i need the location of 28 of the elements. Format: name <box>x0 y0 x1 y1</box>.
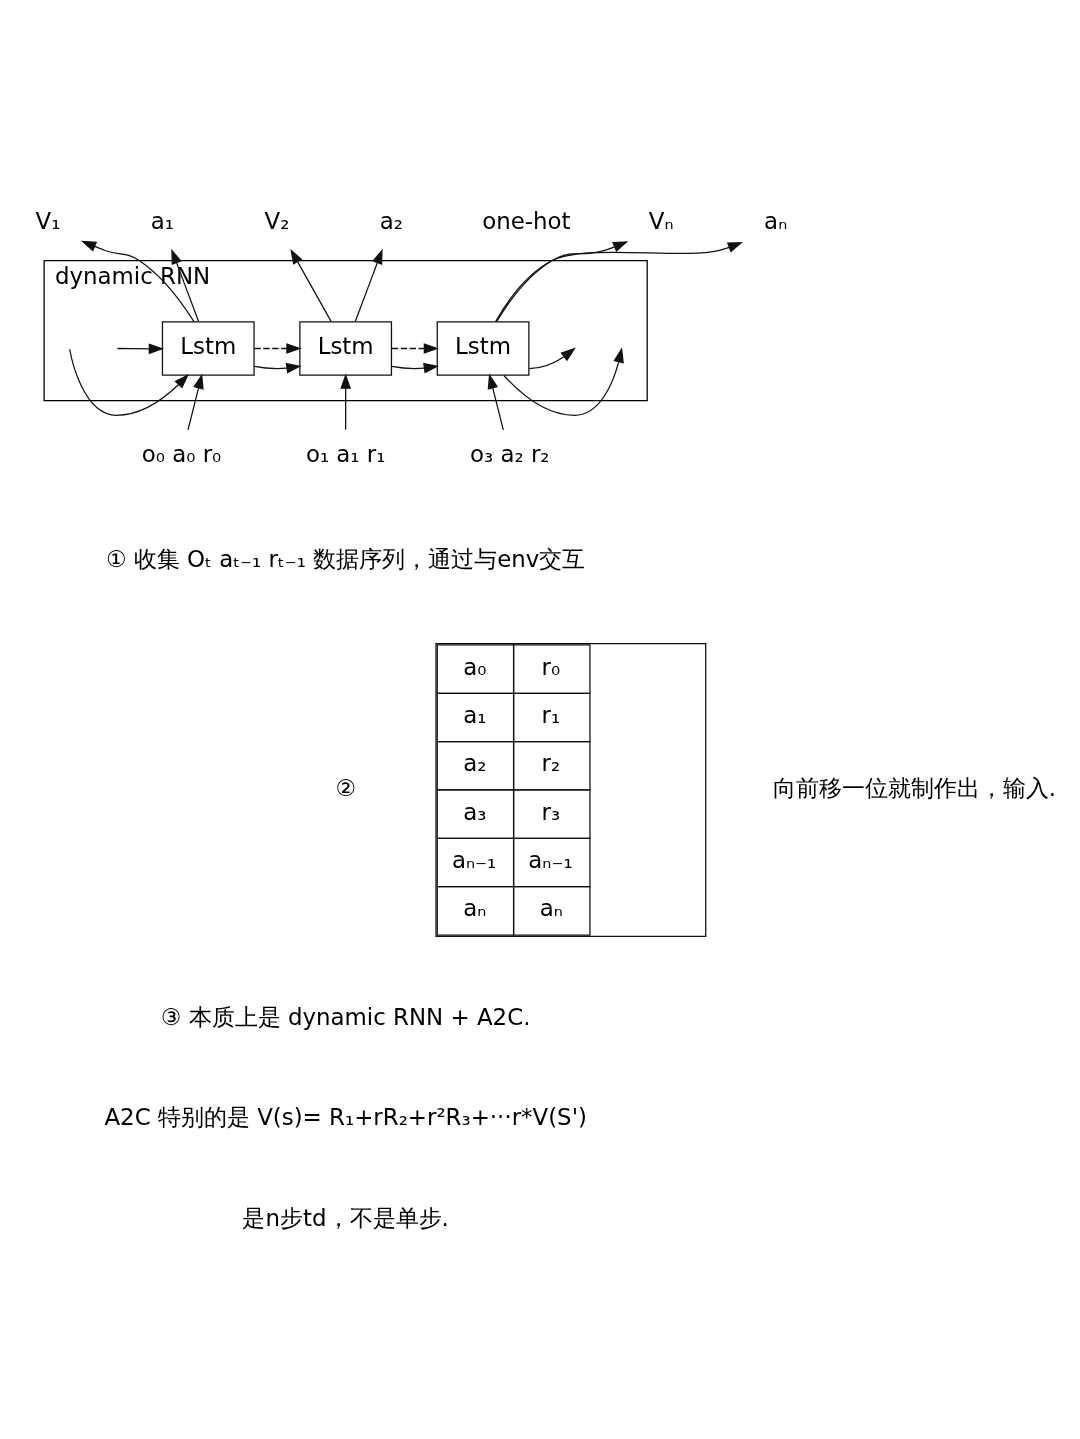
node-text: Vₙ <box>648 207 674 234</box>
label: ① 收集 Oₜ aₜ₋₁ rₜ₋₁ 数据序列，通过与env交互 <box>106 545 586 572</box>
label: r₁ <box>541 701 561 728</box>
node-text: V₂ <box>264 207 290 234</box>
label: A2C 特别的是 V(s)= R₁+rR₂+r²R₃+···r*V(S') <box>104 1103 587 1130</box>
label: one-hot <box>482 207 571 234</box>
label: a₀ <box>463 653 487 680</box>
label: aₙ <box>463 894 487 921</box>
label: r₃ <box>541 798 561 825</box>
label: aₙ₋₁ <box>528 846 573 873</box>
label: a₂ <box>463 749 487 776</box>
node-text: o₀ a₀ r₀ <box>141 440 222 467</box>
label: aₙ₋₁ <box>451 846 497 873</box>
label: 向前移一位就制作出，输入. <box>772 774 1057 801</box>
node-text: o₃ a₂ r₂ <box>470 440 550 467</box>
node-text: aₙ <box>764 207 788 234</box>
label: aₙ <box>539 894 563 921</box>
label: r₂ <box>541 749 561 776</box>
node-text: a₁ <box>150 207 175 234</box>
label: 是n步td，不是单步. <box>242 1204 449 1231</box>
node-text: a₂ <box>379 207 404 234</box>
node-text: V₁ <box>35 207 61 234</box>
label: r₀ <box>541 653 561 680</box>
node-text: o₁ a₁ r₁ <box>305 440 386 467</box>
label: a₁ <box>463 701 487 728</box>
label: ③ 本质上是 dynamic RNN + A2C. <box>160 1003 531 1030</box>
label: ② <box>335 774 356 801</box>
label: a₃ <box>463 798 487 825</box>
